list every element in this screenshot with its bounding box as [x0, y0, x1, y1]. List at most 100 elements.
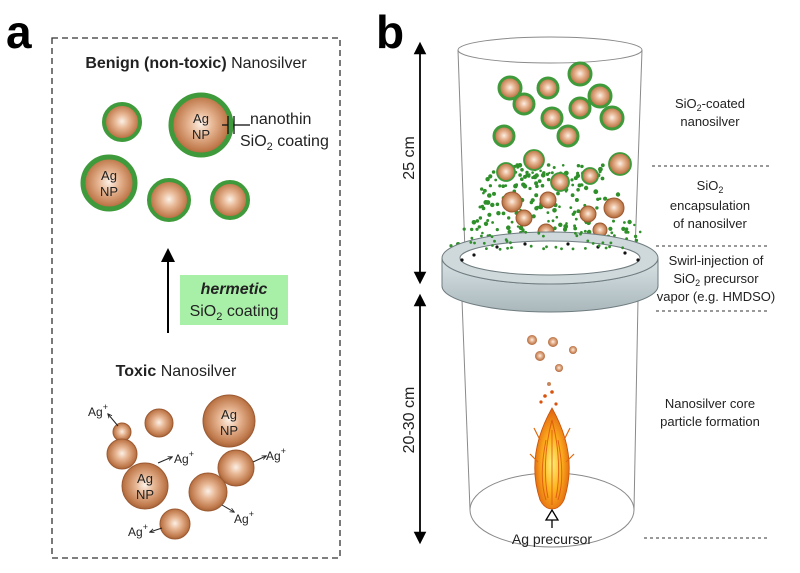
- sio2-dot: [548, 171, 551, 175]
- sio2-dot: [525, 170, 529, 175]
- sio2-dot: [485, 177, 490, 182]
- sio2-dot: [598, 170, 602, 174]
- coated-nanosilver-particle: [501, 191, 523, 213]
- sio2-dot: [576, 209, 581, 214]
- sio2-dot: [534, 182, 537, 186]
- sio2-dot: [596, 197, 600, 201]
- sio2-dot: [574, 217, 578, 221]
- sio2-dot: [612, 219, 615, 223]
- sio2-dot: [522, 183, 528, 189]
- panel-b: b 25 cm 20-30 cm: [376, 6, 775, 548]
- sio2-dot: [558, 222, 563, 227]
- sio2-dot: [483, 188, 487, 193]
- sio2-dot: [586, 239, 590, 243]
- sio2-dot: [487, 212, 492, 217]
- sio2-dot: [535, 184, 539, 189]
- core-formation-label: Nanosilver core: [665, 396, 755, 411]
- sio2-dot: [600, 176, 605, 181]
- ag-ion-label: Ag+: [128, 522, 148, 539]
- sio2-dot: [562, 227, 568, 232]
- sio2-dot: [490, 235, 494, 239]
- core-particle: [569, 346, 577, 354]
- sio2-dot: [600, 163, 605, 168]
- sio2-dot: [613, 234, 616, 238]
- ion-release-arrows: [108, 414, 266, 532]
- sio2-dot: [520, 177, 524, 181]
- sio2-dot: [571, 212, 575, 216]
- coated-nanosilver-particle: [603, 197, 625, 219]
- panel-a-frame: [51, 37, 341, 559]
- sio2-dot: [621, 226, 626, 231]
- sio2-coating-label: SiO2 coating: [240, 133, 329, 153]
- np-label-ag: Ag: [221, 407, 237, 422]
- uncoated-particle: [217, 449, 255, 487]
- sio2-dot: [498, 184, 502, 188]
- sio2-dot: [542, 234, 545, 238]
- coated-nanosilver-particle: [536, 76, 560, 100]
- sio2-dot: [482, 241, 486, 245]
- reactor-tube: [457, 36, 643, 548]
- sio2-dot: [608, 226, 613, 231]
- sio2-dot: [488, 174, 493, 179]
- core-particle: [543, 394, 547, 398]
- sio2-dot: [546, 163, 551, 167]
- sio2-dot: [486, 219, 490, 222]
- coated-particle-labeled: [80, 154, 138, 212]
- sio2-dot: [469, 241, 473, 244]
- sio2-dot: [475, 227, 479, 231]
- sio2-dot: [550, 171, 554, 175]
- encapsulation-label: SiO2: [697, 178, 724, 195]
- sio2-dot: [510, 246, 513, 250]
- sio2-dot: [495, 228, 499, 232]
- sio2-dot: [507, 216, 511, 220]
- coated-nanosilver-particle: [497, 75, 523, 101]
- sio2-dot: [633, 234, 638, 239]
- sio2-dot: [491, 170, 496, 174]
- sio2-dot: [561, 164, 565, 167]
- core-particles: [527, 335, 577, 406]
- uncoated-particle: [106, 438, 138, 470]
- sio2-dot: [615, 192, 621, 197]
- sio2-dot: [490, 202, 495, 208]
- benign-title: Benign (non-toxic) Nanosilver: [85, 55, 307, 72]
- ag-ion-label: Ag+: [174, 449, 194, 466]
- sio2-dot: [514, 183, 519, 187]
- precursor-inlet-arrow: [544, 508, 560, 528]
- swirl-label-line2: SiO2 precursor: [673, 271, 759, 288]
- sio2-dot: [495, 202, 500, 207]
- sio2-dot: [577, 183, 582, 188]
- coated-particle: [102, 102, 142, 142]
- uncoated-particle-labeled: [121, 462, 169, 510]
- sio2-dot: [523, 174, 527, 179]
- sio2-dot: [625, 237, 628, 241]
- hermetic-coating-box: [180, 275, 288, 325]
- hermetic-sio2-label: SiO2 coating: [190, 303, 279, 323]
- sio2-dot: [571, 247, 575, 251]
- sio2-dot: [573, 226, 578, 231]
- sio2-dot: [539, 169, 542, 173]
- sio2-dot: [504, 184, 508, 188]
- coated-nanosilver-particle: [579, 205, 597, 223]
- sio2-dot: [609, 241, 613, 245]
- sio2-dot: [501, 184, 506, 188]
- coated-particle: [210, 180, 250, 220]
- coated-nanosilver-particle: [587, 83, 613, 109]
- coated-particle: [147, 178, 191, 222]
- sio2-dot: [601, 241, 605, 245]
- sio2-dot: [518, 173, 522, 177]
- sio2-dot: [634, 238, 639, 243]
- sio2-dot: [492, 191, 496, 196]
- sio2-dot: [569, 206, 573, 210]
- coated-nanosilver-particles: [492, 61, 632, 241]
- core-particle: [550, 390, 554, 394]
- sio2-dot: [627, 219, 632, 225]
- sio2-dot: [591, 242, 595, 245]
- sio2-dot: [556, 191, 560, 196]
- sio2-dot: [552, 166, 556, 169]
- sio2-dot: [545, 172, 550, 176]
- sio2-dot: [610, 231, 614, 235]
- ag-ion-label: Ag+: [88, 402, 108, 419]
- sio2-dot: [496, 211, 501, 216]
